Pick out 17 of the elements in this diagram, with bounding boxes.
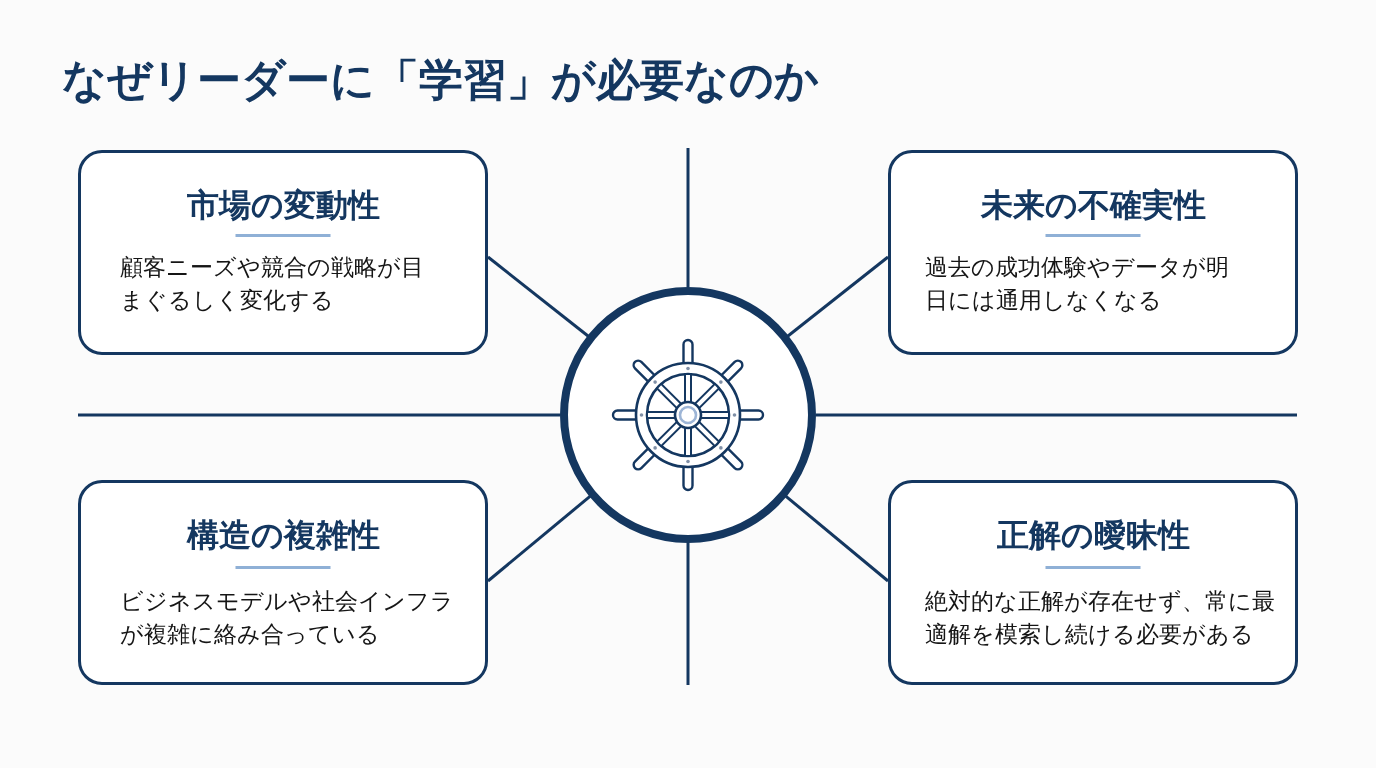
card-text: 過去の成功体験やデータが明日には通用しなくなる [925,252,1230,315]
info-card [78,480,488,685]
card-text: 顧客ニーズや競合の戦略が目まぐるしく変化する [120,252,425,315]
card-heading: 構造の複雑性 [186,515,380,555]
connector-line [487,494,592,583]
card-heading: 市場の変動性 [186,185,380,225]
card-text: 絶対的な正解が存在せず、常に最適解を模索し続ける必要がある [925,586,1276,649]
connector-line [786,255,889,338]
info-card [888,150,1298,355]
info-card [888,480,1298,685]
connector-line [784,494,889,583]
card-heading: 正解の曖昧性 [996,515,1190,555]
card-text: ビジネスモデルや社会インフラが複雑に絡み合っている [120,586,455,649]
page-title: なぜリーダーに「学習」が必要なのか [62,53,819,107]
info-card [78,150,488,355]
card-heading: 未来の不確実性 [980,185,1206,225]
connector-line [487,255,590,338]
